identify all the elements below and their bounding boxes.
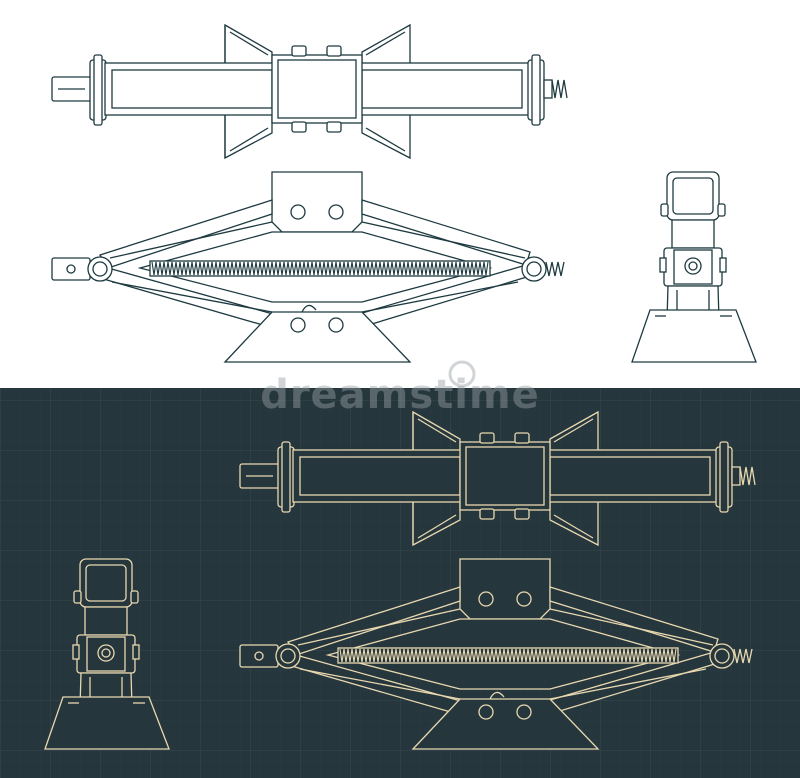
dark-side-view <box>239 558 753 750</box>
light-blueprint-panel <box>0 0 800 388</box>
watermark-logo-icon <box>448 360 476 388</box>
light-side-view <box>51 171 565 363</box>
dark-thread <box>339 648 677 663</box>
dark-blueprint-panel <box>0 388 800 778</box>
light-thread <box>151 261 489 276</box>
